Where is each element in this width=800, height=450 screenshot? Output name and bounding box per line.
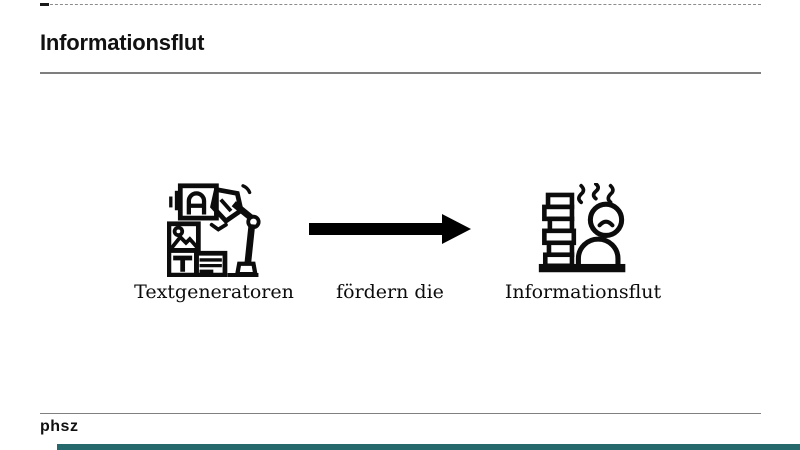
diagram-node-informationsflut: Informationsflut	[488, 178, 678, 305]
arrow-right-icon	[309, 214, 471, 244]
footer-rule	[40, 413, 761, 414]
label-textgeneratoren: Textgeneratoren	[134, 281, 294, 303]
icon-box	[166, 178, 262, 280]
icon-box	[309, 178, 471, 280]
page-title: Informationsflut	[40, 29, 205, 55]
text-generator-robot-arm-icon	[166, 182, 262, 277]
icon-box	[537, 178, 629, 280]
diagram-node-textgeneratoren: Textgeneratoren	[118, 178, 310, 305]
diagram-relation: fördern die	[302, 178, 478, 305]
label-foerdern-die: fördern die	[336, 281, 444, 303]
label-informationsflut: Informationsflut	[504, 281, 662, 303]
header-rule-tick	[40, 3, 49, 6]
header-rule-solid	[40, 72, 761, 74]
footer-logo-phsz: phsz	[40, 418, 79, 435]
accent-bar	[57, 444, 800, 450]
paper-stack-overwhelmed-person-icon	[537, 183, 629, 275]
header-rule-dashed	[40, 4, 761, 5]
